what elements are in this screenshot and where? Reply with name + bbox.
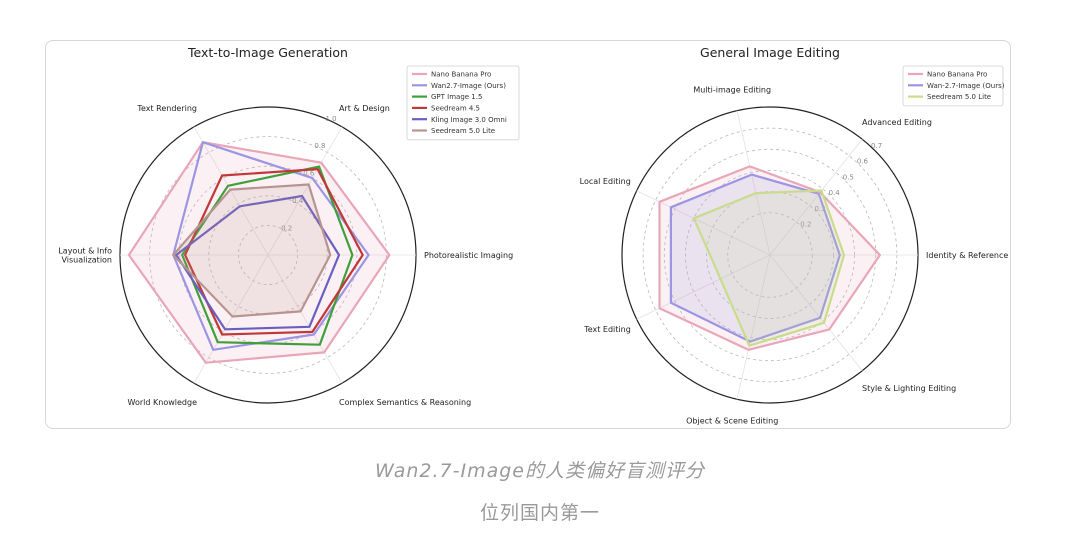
axis-label: Photorealistic Imaging bbox=[424, 251, 513, 260]
axis-spoke bbox=[267, 126, 343, 256]
axis-label: Text Editing bbox=[583, 325, 631, 334]
series-seedream-5-0-lite bbox=[172, 183, 332, 318]
axis-label: Text Rendering bbox=[136, 104, 197, 113]
tick-label: 0.6 bbox=[303, 170, 315, 178]
legend-label: GPT Image 1.5 bbox=[431, 93, 482, 101]
series-seedream-5-0-lite bbox=[692, 189, 846, 347]
legend-label: Seedream 4.5 bbox=[431, 105, 480, 113]
axis-spoke bbox=[769, 254, 863, 371]
radar-chart-generation: Text-to-Image Generation 0.2 0.4 0.6 0.8 1.0P… bbox=[58, 45, 520, 407]
legend-label: Nano Banana Pro bbox=[431, 71, 491, 79]
axis-spoke bbox=[769, 139, 863, 256]
tick-label: 1.0 bbox=[325, 115, 336, 123]
axis-label: Art & Design bbox=[339, 104, 390, 113]
series-gpt-image-1-5 bbox=[181, 165, 354, 346]
caption-line-1: Wan2.7-Image的人类偏好盲测评分 bbox=[374, 460, 705, 482]
legend-label: Seedream 5.0 Lite bbox=[927, 93, 991, 101]
radar-chart-editing: General Image Editing 0.20.3 0.40.50.60.7I… bbox=[580, 45, 1009, 426]
legend-label: Seedream 5.0 Lite bbox=[431, 127, 495, 135]
tick-label: 0.4 bbox=[829, 189, 841, 197]
tick-label: 0.5 bbox=[843, 173, 854, 181]
legend-box bbox=[902, 65, 1004, 107]
axis-label: World Knowledge bbox=[128, 398, 198, 407]
axis-label: Multi-image Editing bbox=[693, 85, 771, 94]
tick-label: 0.2 bbox=[281, 225, 292, 233]
axis-spoke bbox=[736, 254, 771, 400]
axis-label: Style & Lighting Editing bbox=[862, 384, 956, 393]
tick-label: 0.8 bbox=[314, 142, 325, 150]
axis-label: Complex Semantics & Reasoning bbox=[339, 398, 471, 407]
legend-label: Wan-2.7-Image (Ours) bbox=[927, 82, 1005, 90]
axis-label: Identity & Reference bbox=[926, 251, 1008, 260]
chart-title: Text-to-Image Generation bbox=[187, 45, 348, 60]
tick-label: 0.7 bbox=[871, 142, 882, 150]
tick-label: 0.6 bbox=[857, 158, 869, 166]
series-kling-image-3-0-omni bbox=[175, 194, 341, 331]
axis-label: Object & Scene Editing bbox=[686, 417, 778, 426]
axis-spoke bbox=[193, 126, 269, 256]
axis-label: Advanced Editing bbox=[862, 118, 932, 127]
legend-box bbox=[406, 65, 520, 141]
series-nano-banana-pro bbox=[127, 141, 391, 364]
axis-label: Local Editing bbox=[580, 177, 631, 186]
caption-line-2: 位列国内第一 bbox=[479, 502, 600, 524]
legend-label: Nano Banana Pro bbox=[927, 71, 987, 79]
tick-label: 0.4 bbox=[292, 197, 304, 205]
axis-spoke bbox=[736, 110, 771, 256]
tick-label: 0.2 bbox=[800, 221, 811, 229]
tick-label: 0.3 bbox=[814, 205, 825, 213]
legend-label: Wan2.7-Image (Ours) bbox=[431, 82, 506, 90]
series-seedream-4-5 bbox=[184, 168, 364, 336]
axis-spoke bbox=[267, 254, 343, 384]
legend-label: Kling Image 3.0 Omni bbox=[431, 116, 507, 124]
chart-title: General Image Editing bbox=[700, 45, 840, 60]
